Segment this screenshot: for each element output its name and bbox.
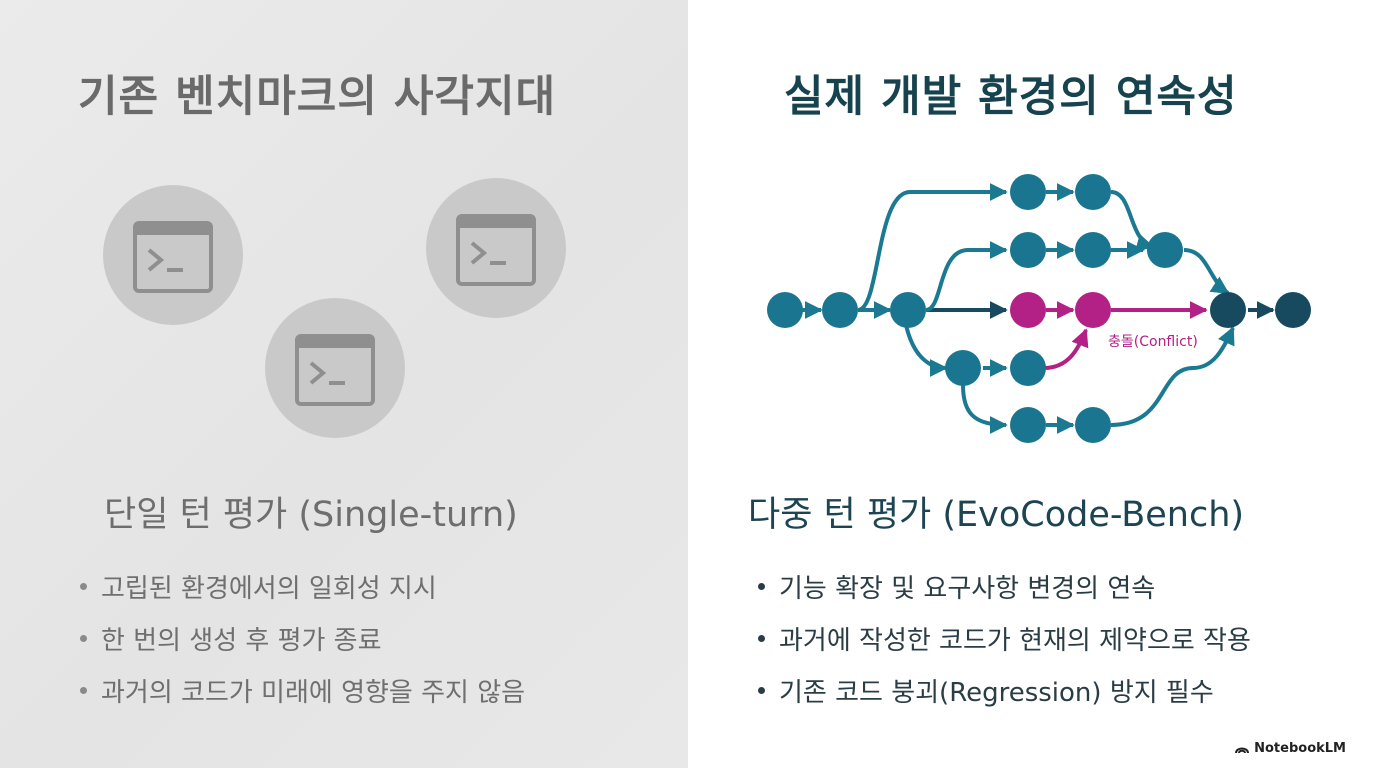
list-item: 과거에 작성한 코드가 현재의 제약으로 작용	[758, 612, 1251, 664]
bullet-text: 과거에 작성한 코드가 현재의 제약으로 작용	[779, 625, 1251, 656]
brand-name: NotebookLM	[1254, 741, 1346, 756]
graph-node	[1147, 232, 1183, 268]
bullet-dot	[758, 686, 765, 694]
bullet-text: 기능 확장 및 요구사항 변경의 연속	[779, 573, 1156, 604]
graph-node	[945, 350, 981, 386]
conflict-node	[1010, 292, 1046, 328]
terminal-icon	[103, 185, 243, 325]
bullet-dot	[80, 582, 87, 590]
conflict-label: 충돌(Conflict)	[1108, 334, 1198, 350]
list-item: 기능 확장 및 요구사항 변경의 연속	[758, 560, 1251, 612]
terminal-icon	[265, 298, 405, 438]
graph-node	[1075, 232, 1111, 268]
graph-node	[1075, 407, 1111, 443]
graph-edge	[1110, 190, 1155, 252]
right-bullet-list: 기능 확장 및 요구사항 변경의 연속 과거에 작성한 코드가 현재의 제약으로…	[758, 560, 1251, 716]
graph-edge	[1183, 248, 1230, 295]
bullet-dot	[758, 582, 765, 590]
bullet-dot	[80, 634, 87, 642]
bullet-text: 고립된 환경에서의 일회성 지시	[101, 573, 437, 604]
list-item: 고립된 환경에서의 일회성 지시	[80, 560, 525, 612]
graph-node	[1010, 174, 1046, 210]
graph-edge	[925, 241, 1008, 312]
bullet-dot	[80, 686, 87, 694]
bullet-text: 과거의 코드가 미래에 영향을 주지 않음	[101, 677, 526, 708]
merge-node	[1210, 292, 1246, 328]
right-title: 실제 개발 환경의 연속성	[784, 72, 1238, 122]
left-heading: 단일 턴 평가 (Single-turn)	[104, 495, 518, 535]
graph-edge	[857, 183, 1008, 312]
brand-watermark: NotebookLM	[1235, 741, 1346, 756]
bullet-dot	[758, 634, 765, 642]
graph-edge	[1110, 326, 1235, 427]
list-item: 기존 코드 붕괴(Regression) 방지 필수	[758, 664, 1251, 716]
terminal-icon	[426, 178, 566, 318]
graph-node	[767, 292, 803, 328]
graph-edge	[904, 324, 948, 377]
graph-node	[822, 292, 858, 328]
merge-node	[1275, 292, 1311, 328]
graph-node	[1010, 350, 1046, 386]
list-item: 과거의 코드가 미래에 영향을 주지 않음	[80, 664, 525, 716]
left-panel: 기존 벤치마크의 사각지대	[0, 0, 688, 768]
conflict-edge	[1043, 328, 1089, 370]
bullet-text: 기존 코드 붕괴(Regression) 방지 필수	[779, 677, 1214, 708]
graph-node	[890, 292, 926, 328]
list-item: 한 번의 생성 후 평가 종료	[80, 612, 525, 664]
conflict-node	[1075, 292, 1111, 328]
left-title: 기존 벤치마크의 사각지대	[78, 72, 557, 122]
graph-node	[1010, 232, 1046, 268]
right-heading: 다중 턴 평가 (EvoCode-Bench)	[748, 495, 1245, 535]
graph-node	[1075, 174, 1111, 210]
graph-edge	[961, 384, 1008, 434]
evolution-graph: 충돌(Conflict)	[767, 174, 1311, 443]
graph-node	[1010, 407, 1046, 443]
left-bullet-list: 고립된 환경에서의 일회성 지시 한 번의 생성 후 평가 종료 과거의 코드가…	[80, 560, 525, 716]
right-panel: 실제 개발 환경의 연속성	[688, 0, 1376, 768]
notebooklm-icon	[1235, 747, 1250, 753]
bullet-text: 한 번의 생성 후 평가 종료	[101, 625, 382, 656]
